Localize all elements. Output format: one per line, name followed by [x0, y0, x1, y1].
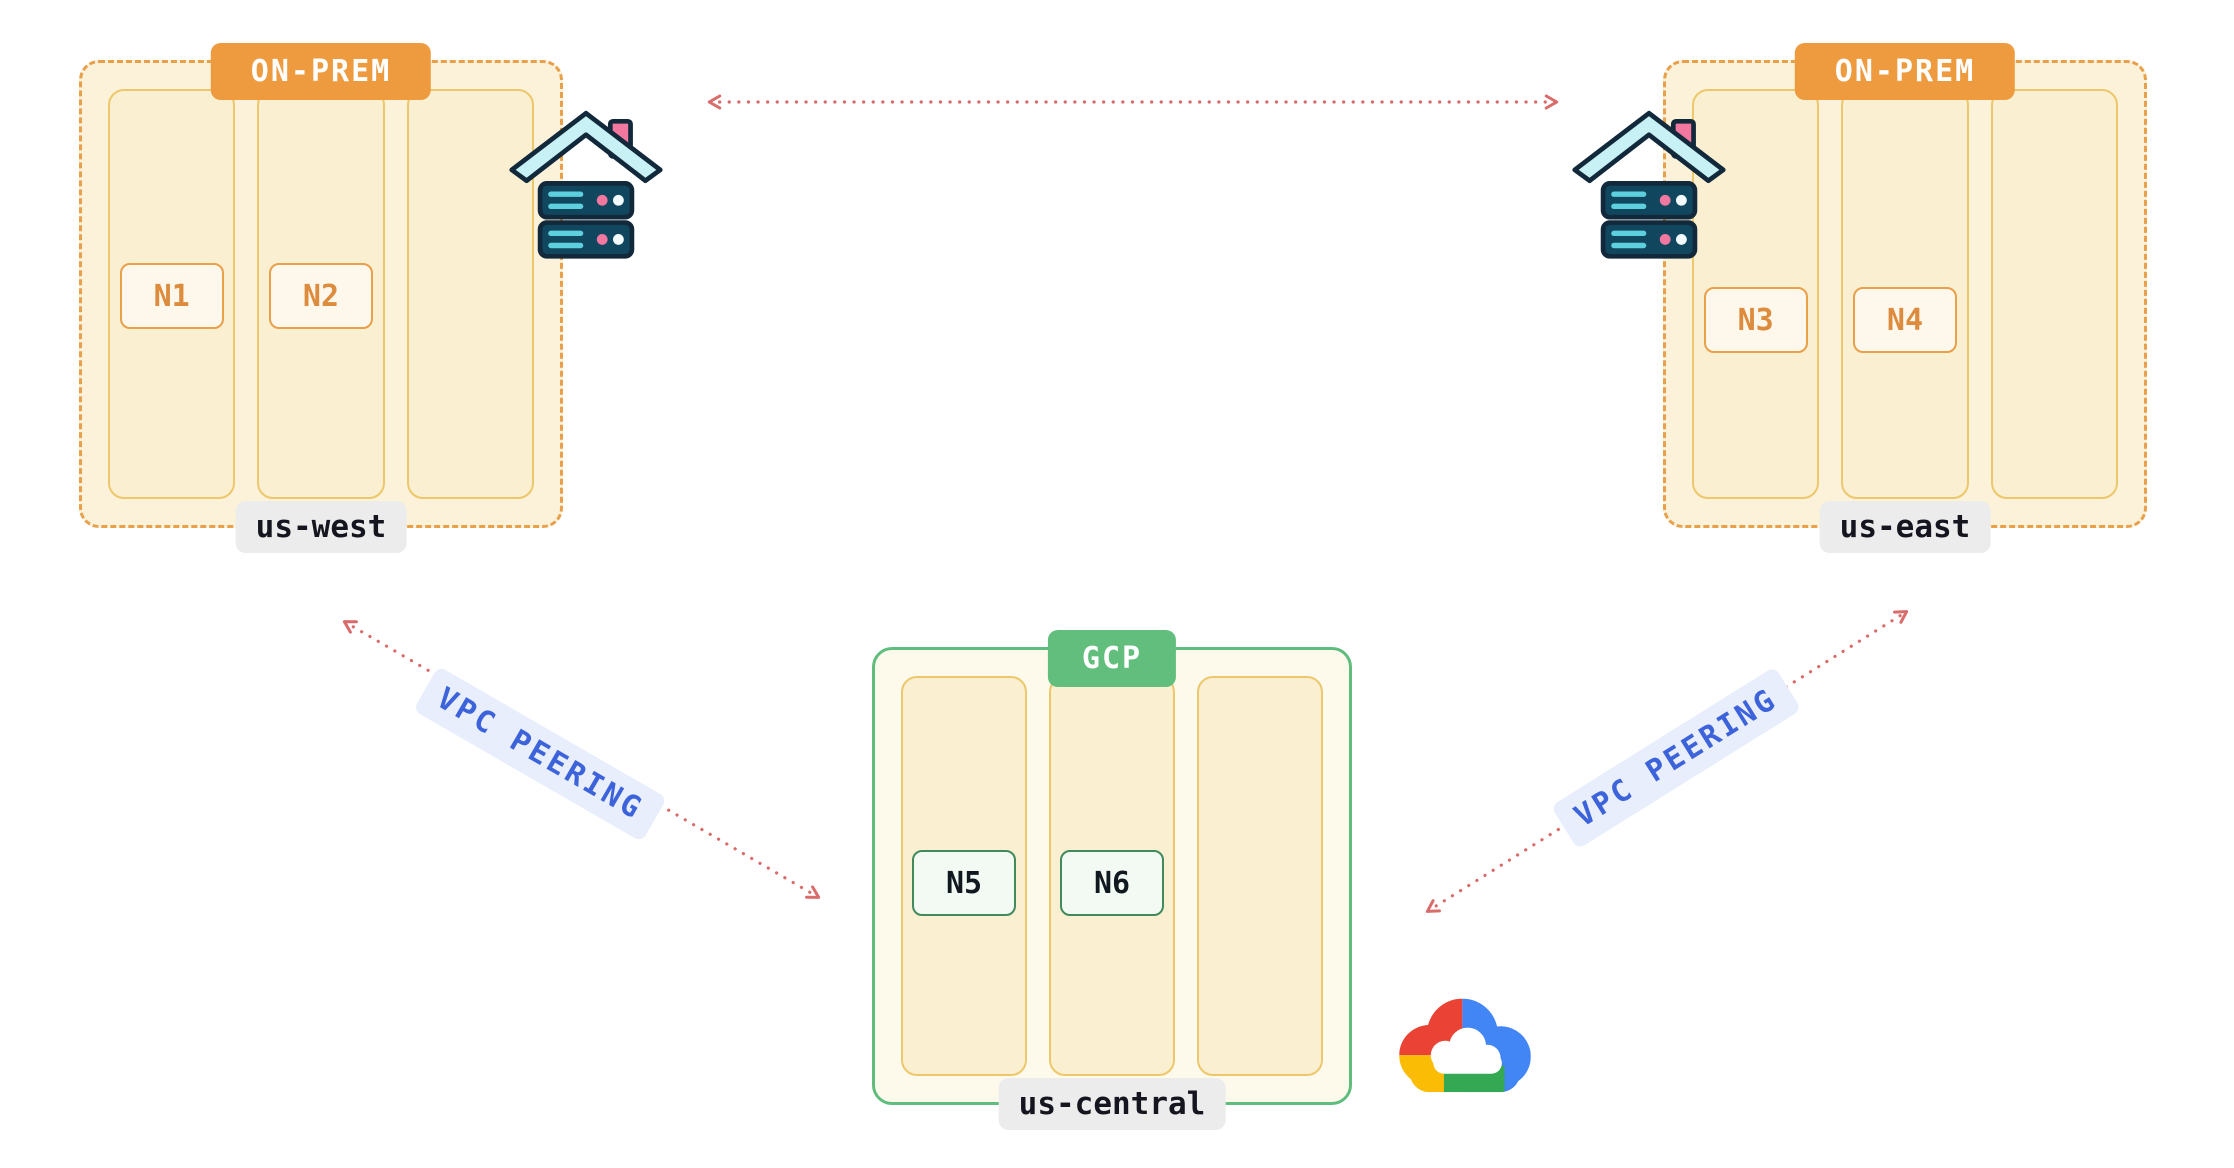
- node-n1: N1: [119, 263, 224, 329]
- node-n5: N5: [912, 850, 1016, 916]
- subnet-column: [406, 89, 534, 499]
- node-n3: N3: [1703, 287, 1808, 353]
- vpc-peering-label-west: VPC PEERING: [413, 665, 667, 843]
- subnet-column: N6: [1049, 676, 1175, 1076]
- subnet-column: N4: [1841, 89, 1969, 499]
- region-us-east: ON-PREM N3 N4 us-east: [1663, 43, 2147, 553]
- vpc-peering-label-east: VPC PEERING: [1550, 666, 1802, 850]
- region-us-west: ON-PREM N1 N2 us-west: [79, 43, 563, 553]
- subnet-column: N1: [108, 89, 236, 499]
- region-label-us-west: us-west: [235, 501, 407, 553]
- subnet-column: [1990, 89, 2118, 499]
- onprem-badge: ON-PREM: [210, 43, 432, 100]
- subnet-column: N3: [1692, 89, 1820, 499]
- node-n6: N6: [1060, 850, 1164, 916]
- region-label-us-central: us-central: [998, 1078, 1226, 1130]
- subnet-columns: N5 N6: [901, 676, 1323, 1076]
- subnet-columns: N3 N4: [1692, 89, 2118, 499]
- subnet-column: [1197, 676, 1323, 1076]
- google-cloud-logo-icon: [1386, 974, 1544, 1126]
- gcp-badge: GCP: [1047, 630, 1177, 687]
- subnet-column: N5: [901, 676, 1027, 1076]
- subnet-columns: N1 N2: [108, 89, 534, 499]
- onprem-badge: ON-PREM: [1794, 43, 2016, 100]
- subnet-column: N2: [257, 89, 385, 499]
- node-n4: N4: [1852, 287, 1957, 353]
- region-label-us-east: us-east: [1819, 501, 1991, 553]
- region-us-central: GCP N5 N6 us-central: [872, 630, 1352, 1130]
- node-n2: N2: [268, 263, 373, 329]
